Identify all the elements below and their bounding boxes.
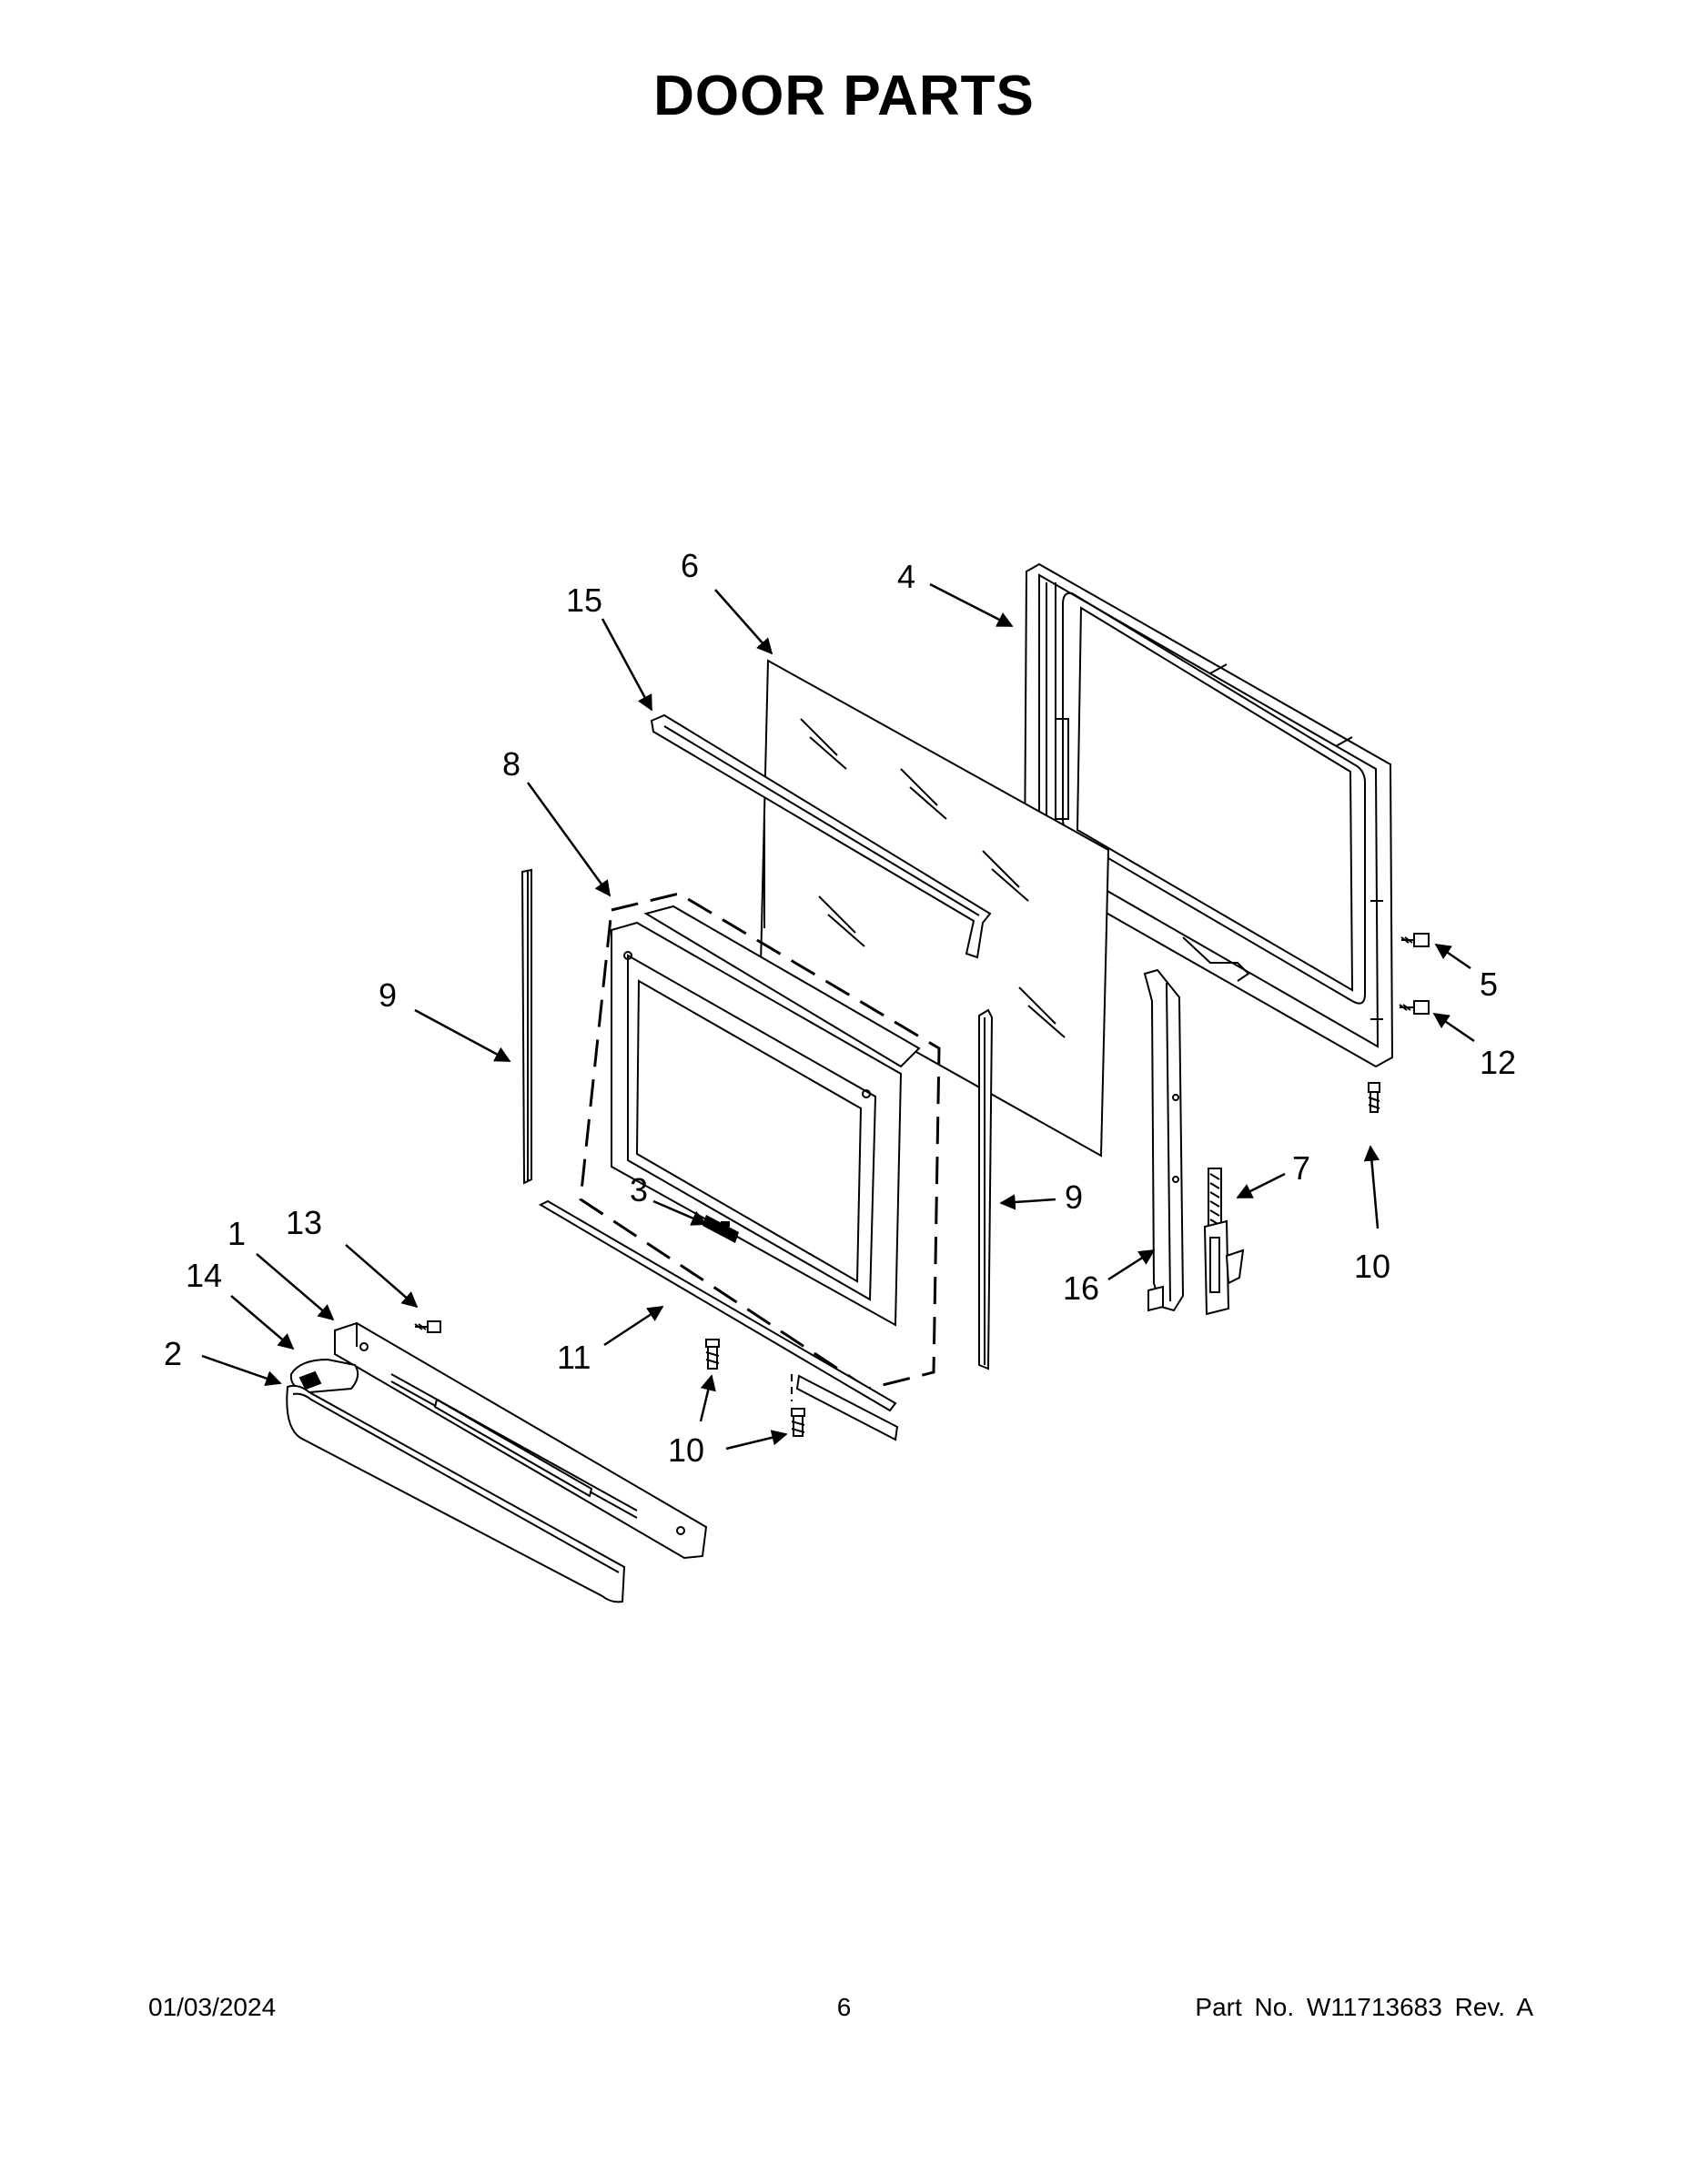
footer-date: 01/03/2024 [148,1993,277,2021]
leader-14 [230,1295,295,1350]
door-handle-mount [334,1321,708,1560]
leader-8 [526,782,612,897]
leader-lines [201,582,1475,1451]
callout-10b: 10 [668,1431,704,1469]
leader-1 [256,1253,335,1321]
callout-4: 4 [897,558,915,595]
door-side-trim-right [978,1008,994,1370]
callout-10a: 10 [1354,1248,1390,1285]
callout-13: 13 [286,1204,322,1241]
callout-7: 7 [1292,1149,1310,1187]
callout-6: 6 [681,547,699,584]
callout-15: 15 [566,581,602,619]
leader-10c [725,1430,788,1451]
screw-part-10-lower [791,1408,805,1437]
leader-12 [1432,1012,1475,1043]
leader-9b [999,1194,1056,1210]
callout-2: 2 [164,1335,182,1372]
inner-door-panel [1023,562,1394,1068]
callout-5: 5 [1480,966,1498,1003]
screw-part-13 [414,1320,441,1333]
leader-9a [414,1008,511,1063]
leader-13 [345,1244,419,1309]
page-title: DOOR PARTS [653,65,1035,127]
leader-2 [201,1354,282,1387]
leader-5 [1434,943,1471,970]
door-handle [286,1384,626,1603]
screw-part-5 [1400,933,1430,947]
callout-3: 3 [630,1171,648,1208]
door-bottom-trim [538,1199,899,1441]
screw-part-10-right [1368,1082,1380,1113]
leader-4 [929,582,1014,628]
handle-end-cap [289,1358,359,1394]
footer-page-number: 6 [836,1993,852,2021]
callout-11: 11 [557,1339,591,1376]
leader-11 [603,1305,664,1347]
callout-12: 12 [1480,1044,1516,1081]
leader-15 [601,618,653,712]
leader-10b [699,1374,716,1422]
callout-14: 14 [186,1257,222,1294]
leader-16 [1107,1249,1156,1281]
logo-badge [702,1215,739,1243]
leader-7 [1236,1172,1286,1199]
leader-10a [1363,1145,1380,1229]
door-top-trim [650,713,992,959]
hinge-receiver [1143,968,1185,1312]
outer-door-glass-assembly [579,892,941,1390]
screw-part-10-center [705,1339,720,1370]
callout-16: 16 [1063,1269,1099,1307]
callout-8: 8 [502,745,521,783]
callout-9b: 9 [1065,1178,1083,1216]
callout-9a: 9 [379,976,397,1014]
door-hinge [1203,1168,1245,1316]
door-side-trim-left [521,868,532,1185]
leader-6 [714,589,773,655]
footer-part-number: Part No. W11713683 Rev. A [1195,1993,1533,2021]
leader-3 [652,1199,708,1226]
callout-1: 1 [227,1215,246,1252]
door-glass [759,659,1110,1158]
screw-part-12 [1399,1000,1430,1015]
